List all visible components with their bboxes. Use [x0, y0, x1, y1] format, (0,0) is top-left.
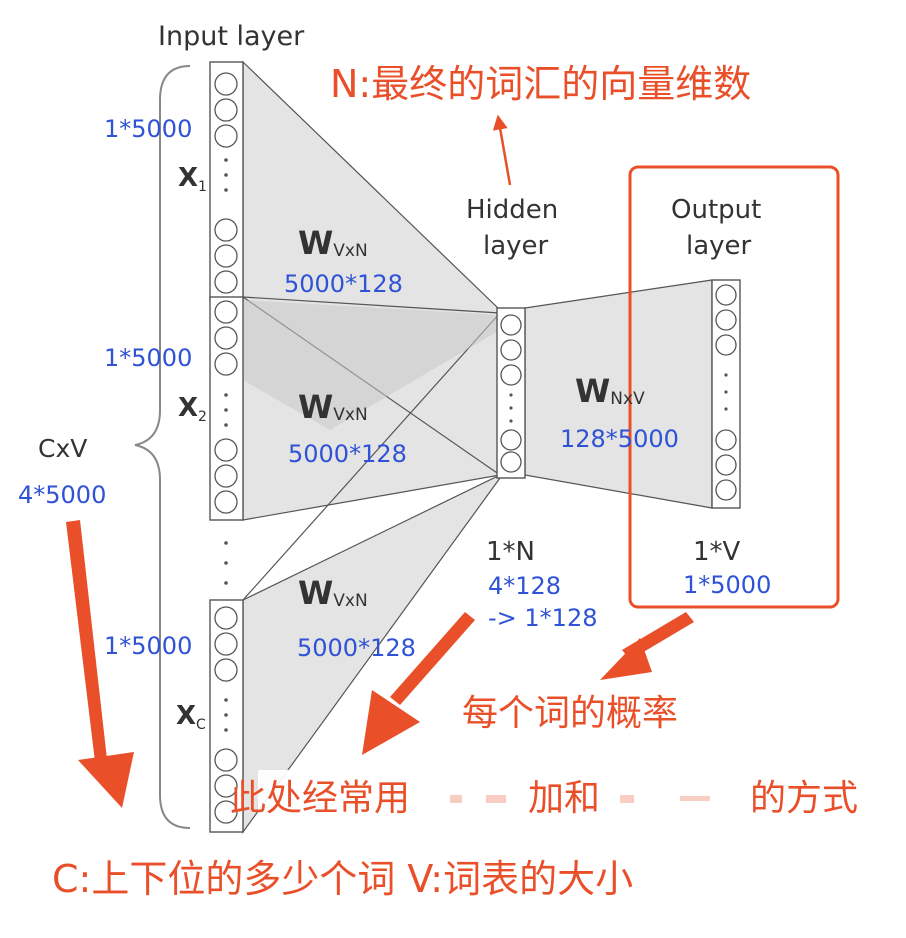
- input-dim-1: 1*5000: [104, 115, 192, 143]
- redacted-mark-1: [450, 795, 462, 803]
- cv-note: C:上下位的多少个词 V:词表的大小: [52, 857, 633, 901]
- xc-label: XC: [176, 701, 206, 733]
- hidden-dim-label: 1*N: [486, 537, 535, 567]
- aggregation-note: 此处经常用 加和 的方式: [230, 770, 898, 822]
- hidden-value-2: -> 1*128: [488, 604, 597, 632]
- cxv-label: CxV: [38, 434, 87, 463]
- hidden-aggregation-arrow: [362, 612, 475, 755]
- input-column-x1: [209, 61, 244, 301]
- prob-note: 每个词的概率: [462, 693, 678, 734]
- n-note-arrow: [492, 114, 512, 186]
- redacted-mark-2: [486, 795, 506, 803]
- overlap-region: [243, 300, 500, 430]
- w-vxn-label-1: WVxN: [298, 224, 368, 262]
- hidden-layer-label-1: Hidden: [466, 195, 558, 225]
- input-column-xc: [209, 599, 244, 833]
- hidden-layer-label-2: layer: [483, 231, 549, 261]
- output-highlight-box: [628, 165, 840, 609]
- agg-note-part-2: 加和: [528, 778, 600, 819]
- output-layer-label-1: Output: [671, 195, 761, 225]
- input-dim-3: 1*5000: [104, 632, 192, 660]
- output-probability-arrow: [600, 612, 694, 680]
- redacted-block-1: [428, 778, 528, 818]
- n-note: N:最终的词汇的向量维数: [330, 62, 751, 106]
- x1-label: X1: [178, 163, 207, 195]
- output-dim-label: 1*V: [693, 537, 741, 567]
- redacted-mark-4: [680, 796, 710, 801]
- w-vxn-label-2: WVxN: [298, 388, 368, 426]
- cxv-arrow: [66, 520, 134, 808]
- w2-size: 5000*128: [288, 440, 407, 468]
- wout-size: 128*5000: [560, 425, 679, 453]
- output-value: 1*5000: [683, 571, 771, 599]
- output-column: [711, 279, 741, 509]
- context-brace: [134, 65, 191, 829]
- hidden-value-1: 4*128: [488, 572, 561, 600]
- agg-note-part-3: 的方式: [750, 778, 858, 819]
- input-column-x2: [209, 296, 244, 521]
- cxv-value: 4*5000: [18, 481, 106, 509]
- w-vxn-label-3: WVxN: [298, 574, 368, 612]
- w-nxv-label: WNxV: [575, 372, 645, 410]
- x2-label: X2: [178, 393, 207, 425]
- w1-size: 5000*128: [284, 270, 403, 298]
- input-dim-2: 1*5000: [104, 344, 192, 372]
- hidden-column: [496, 307, 526, 479]
- input-layer-label: Input layer: [158, 21, 305, 52]
- input-column-ellipsis: [224, 541, 228, 585]
- w3-size: 5000*128: [297, 634, 416, 662]
- output-layer-label-2: layer: [686, 231, 752, 261]
- redacted-mark-3: [620, 795, 634, 803]
- agg-note-part-1: 此处经常用: [230, 778, 410, 819]
- crossing-line-b: [242, 312, 501, 601]
